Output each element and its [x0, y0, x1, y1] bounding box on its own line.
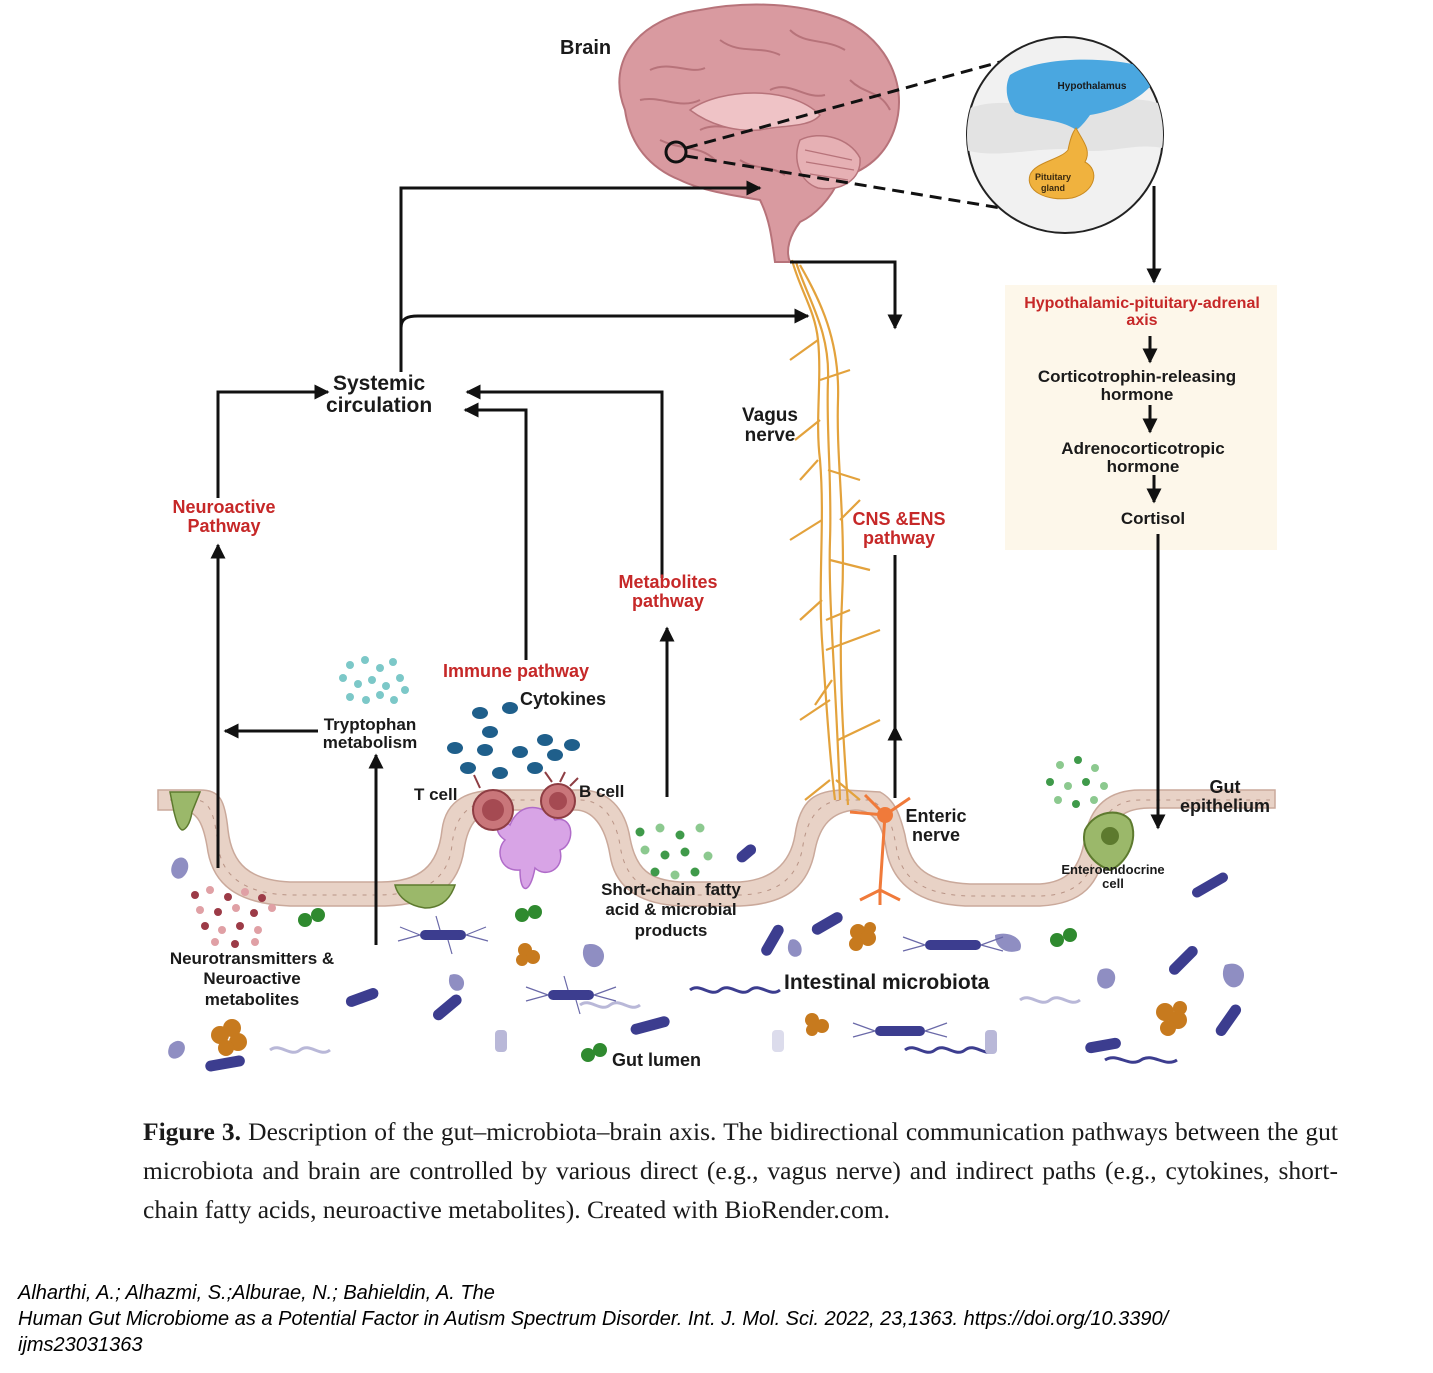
metabolites-line-1: Metabolites [618, 572, 718, 592]
acth-label: Adrenocorticotropic hormone [1020, 440, 1266, 476]
enteric-line-2: nerve [911, 824, 961, 845]
citation-line-2: Human Gut Microbiome as a Potential Fact… [18, 1308, 1169, 1330]
scfa-line-3: products [634, 920, 708, 940]
vagus-nerve-label: Vagus nerve [742, 406, 798, 446]
pathway-arrows [210, 180, 1166, 945]
brain-label: Brain [560, 37, 612, 59]
t-cell-label: T cell [414, 785, 458, 804]
systemic-line-2: circulation [326, 394, 433, 418]
hpa-line-2: axis [1126, 311, 1158, 329]
neurotransmitter-dots [191, 886, 276, 948]
gut-epithelium-label: Gut epithelium [1172, 778, 1278, 816]
scfa-line-1: Short-chain fatty [601, 880, 741, 899]
cns-ens-pathway-label: CNS &ENS pathway [840, 510, 958, 548]
neuroactive-line-1: Neuroactive [172, 497, 276, 517]
vagus-line-2: nerve [744, 424, 796, 446]
enteroendocrine-line-1: Enteroendocrine [1061, 862, 1165, 877]
neuroactive-line-2: Pathway [187, 515, 261, 536]
immune-pathway-label: Immune pathway [443, 661, 590, 681]
enteroendocrine-label: Enteroendocrine cell [1052, 863, 1174, 890]
orange-microbe-clusters [211, 922, 1187, 1056]
hpa-line-1: Hypothalamic-pituitary-adrenal [1024, 295, 1260, 312]
scfa-label: Short-chain fatty acid & microbial produ… [586, 880, 756, 941]
cns-ens-line-1: CNS &ENS [852, 509, 946, 529]
tryptophan-dots [339, 656, 409, 704]
gut-epi-line-2: epithelium [1179, 795, 1270, 816]
goblet-cell-middle [394, 884, 457, 909]
citation: Alharthi, A.; Alhazmi, S.;Alburae, N.; B… [18, 1280, 1398, 1358]
metabolites-line-2: pathway [631, 590, 705, 611]
systemic-to-brain-arrow [399, 180, 762, 372]
metabolites-to-systemic-arrow [465, 384, 664, 578]
neurotransmitters-line-3: metabolites [204, 989, 300, 1009]
immune-cells [472, 771, 579, 890]
vagus-nerve [789, 259, 881, 806]
acth-line-2: hormone [1106, 456, 1180, 476]
hpa-axis-label: Hypothalamic-pituitary-adrenal axis [1008, 295, 1276, 330]
intestinal-microbiota-label: Intestinal microbiota [784, 971, 990, 994]
crh-line-2: hormone [1100, 384, 1174, 404]
crh-line-1: Corticotrophin-releasing [1037, 367, 1237, 386]
neuroactive-to-systemic-arrow [216, 384, 330, 498]
neurotransmitters-label: Neurotransmitters & Neuroactive metaboli… [152, 949, 352, 1010]
cytokines-label: Cytokines [520, 689, 607, 709]
tryptophan-line-1: Tryptophan [323, 715, 417, 734]
brain-illustration [618, 3, 900, 263]
pituitary-label-1: Pituitary [1035, 172, 1071, 182]
cortisol-label: Cortisol [1120, 509, 1186, 528]
green-microbe-pairs [298, 905, 1077, 1062]
scfa-dots [635, 823, 713, 880]
tryptophan-line-2: metabolism [322, 732, 418, 752]
immune-to-systemic-arrow [463, 402, 528, 660]
gut-epi-line-1: Gut [1209, 777, 1241, 797]
gut-microbiota [168, 844, 1245, 1072]
caption-text: Description of the gut–microbiota–brain … [143, 1117, 1338, 1224]
systemic-line-1: Systemic [332, 372, 426, 395]
hpa-axis-box [1005, 285, 1277, 550]
vagus-line-1: Vagus [742, 405, 798, 426]
vagus-to-gut-arrow [790, 260, 903, 330]
figure-caption: Figure 3. Description of the gut–microbi… [143, 1112, 1338, 1229]
enteric-nerve-cell [849, 793, 911, 905]
neurotransmitters-line-2: Neuroactive [203, 969, 301, 989]
systemic-circulation-label: Systemic circulation [326, 372, 433, 418]
tryptophan-label: Tryptophan metabolism [314, 716, 426, 752]
citation-line-3: ijms23031363 [18, 1334, 143, 1356]
metabolites-pathway-label: Metabolites pathway [604, 573, 732, 611]
citation-line-1: Alharthi, A.; Alhazmi, S.;Alburae, N.; B… [18, 1282, 495, 1304]
gut-lumen-label: Gut lumen [612, 1050, 701, 1070]
goblet-cell-left [169, 791, 202, 831]
pituitary-label-2: gland [1041, 183, 1065, 193]
enteroendocrine-cell [1083, 811, 1135, 872]
hypothalamus-label: Hypothalamus [1058, 81, 1127, 92]
neurotransmitters-line-1: Neurotransmitters & [169, 949, 335, 968]
hypothalamus-magnifier [685, 36, 1164, 234]
enteric-nerve-label: Enteric nerve [900, 807, 972, 845]
crh-label: Corticotrophin-releasing hormone [1008, 368, 1266, 404]
acth-line-1: Adrenocorticotropic [1061, 439, 1225, 458]
cns-ens-line-2: pathway [862, 527, 936, 548]
enteroendocrine-dots [1046, 756, 1108, 808]
figure-label: Figure 3. [143, 1117, 242, 1146]
gut-brain-axis-diagram: Hypothalamus Pituitary gland [157, 3, 1277, 1072]
enteric-line-1: Enteric [905, 806, 967, 826]
cytokine-dots [447, 702, 580, 779]
scfa-line-2: acid & microbial [605, 900, 737, 920]
systemic-to-vagus-arrow [399, 308, 810, 329]
enteroendocrine-line-2: cell [1102, 875, 1124, 891]
neuroactive-pathway-label: Neuroactive Pathway [160, 498, 288, 536]
b-cell-label: B cell [579, 782, 625, 801]
